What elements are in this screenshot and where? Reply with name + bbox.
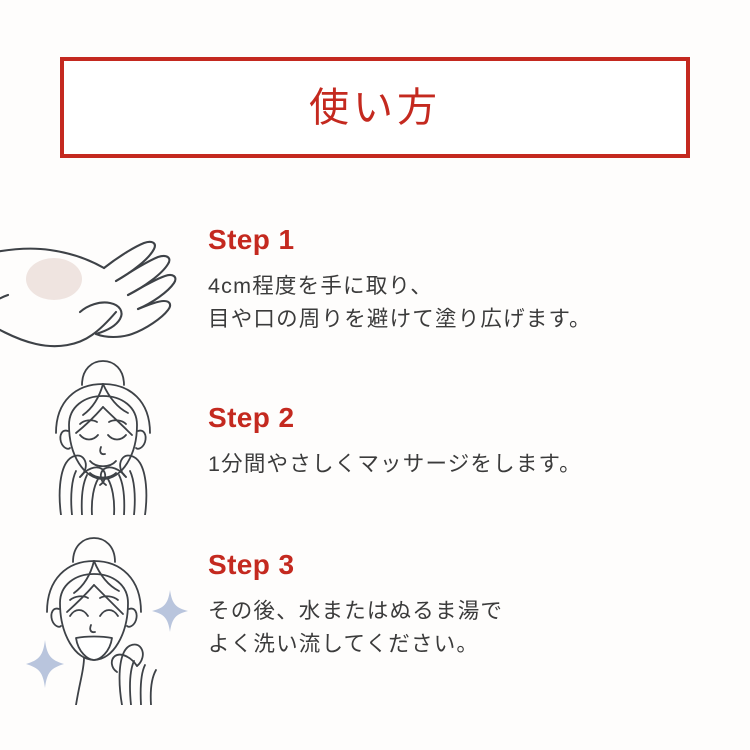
step-3-body-line-2: よく洗い流してください。	[208, 632, 480, 657]
open-palm-with-cream-illustration	[0, 219, 192, 364]
step-3-body: その後、水またはぬるま湯で よく洗い流してください。	[208, 595, 503, 662]
step-2-body-line-1: 1分間やさしくマッサージをします。	[208, 451, 582, 476]
step-1-body: 4cm程度を手に取り、 目や口の周りを避けて塗り広げます。	[208, 270, 592, 337]
woman-massaging-face-illustration	[28, 355, 178, 520]
step-3-body-line-1: その後、水またはぬるま湯で	[208, 598, 504, 623]
sparkle-icon-left	[26, 640, 64, 688]
step-2-heading: Step 2	[208, 402, 295, 433]
step-1-heading: Step 1	[208, 224, 295, 255]
step-3-heading: Step 3	[208, 549, 295, 580]
how-to-use-title-box: 使い方	[60, 57, 690, 158]
step-3-row: Step 3 その後、水またはぬるま湯で よく洗い流してください。	[0, 530, 750, 706]
page-title: 使い方	[309, 85, 441, 130]
step-1-body-line-1: 4cm程度を手に取り、	[208, 273, 433, 298]
step-1-body-line-2: 目や口の周りを避けて塗り広げます。	[208, 307, 592, 332]
woman-smiling-with-sparkles-illustration	[18, 530, 203, 710]
step-2-row: Step 2 1分間やさしくマッサージをします。	[0, 355, 750, 516]
step-2-body: 1分間やさしくマッサージをします。	[208, 448, 582, 481]
step-1-text-block: Step 1 4cm程度を手に取り、 目や口の周りを避けて塗り広げます。	[208, 224, 592, 337]
step-3-text-block: Step 3 その後、水またはぬるま湯で よく洗い流してください。	[208, 549, 503, 662]
step-2-text-block: Step 2 1分間やさしくマッサージをします。	[208, 402, 582, 481]
step-1-row: Step 1 4cm程度を手に取り、 目や口の周りを避けて塗り広げます。	[0, 205, 750, 355]
sparkle-icon-right	[152, 590, 188, 632]
cream-blob-icon	[26, 258, 82, 300]
